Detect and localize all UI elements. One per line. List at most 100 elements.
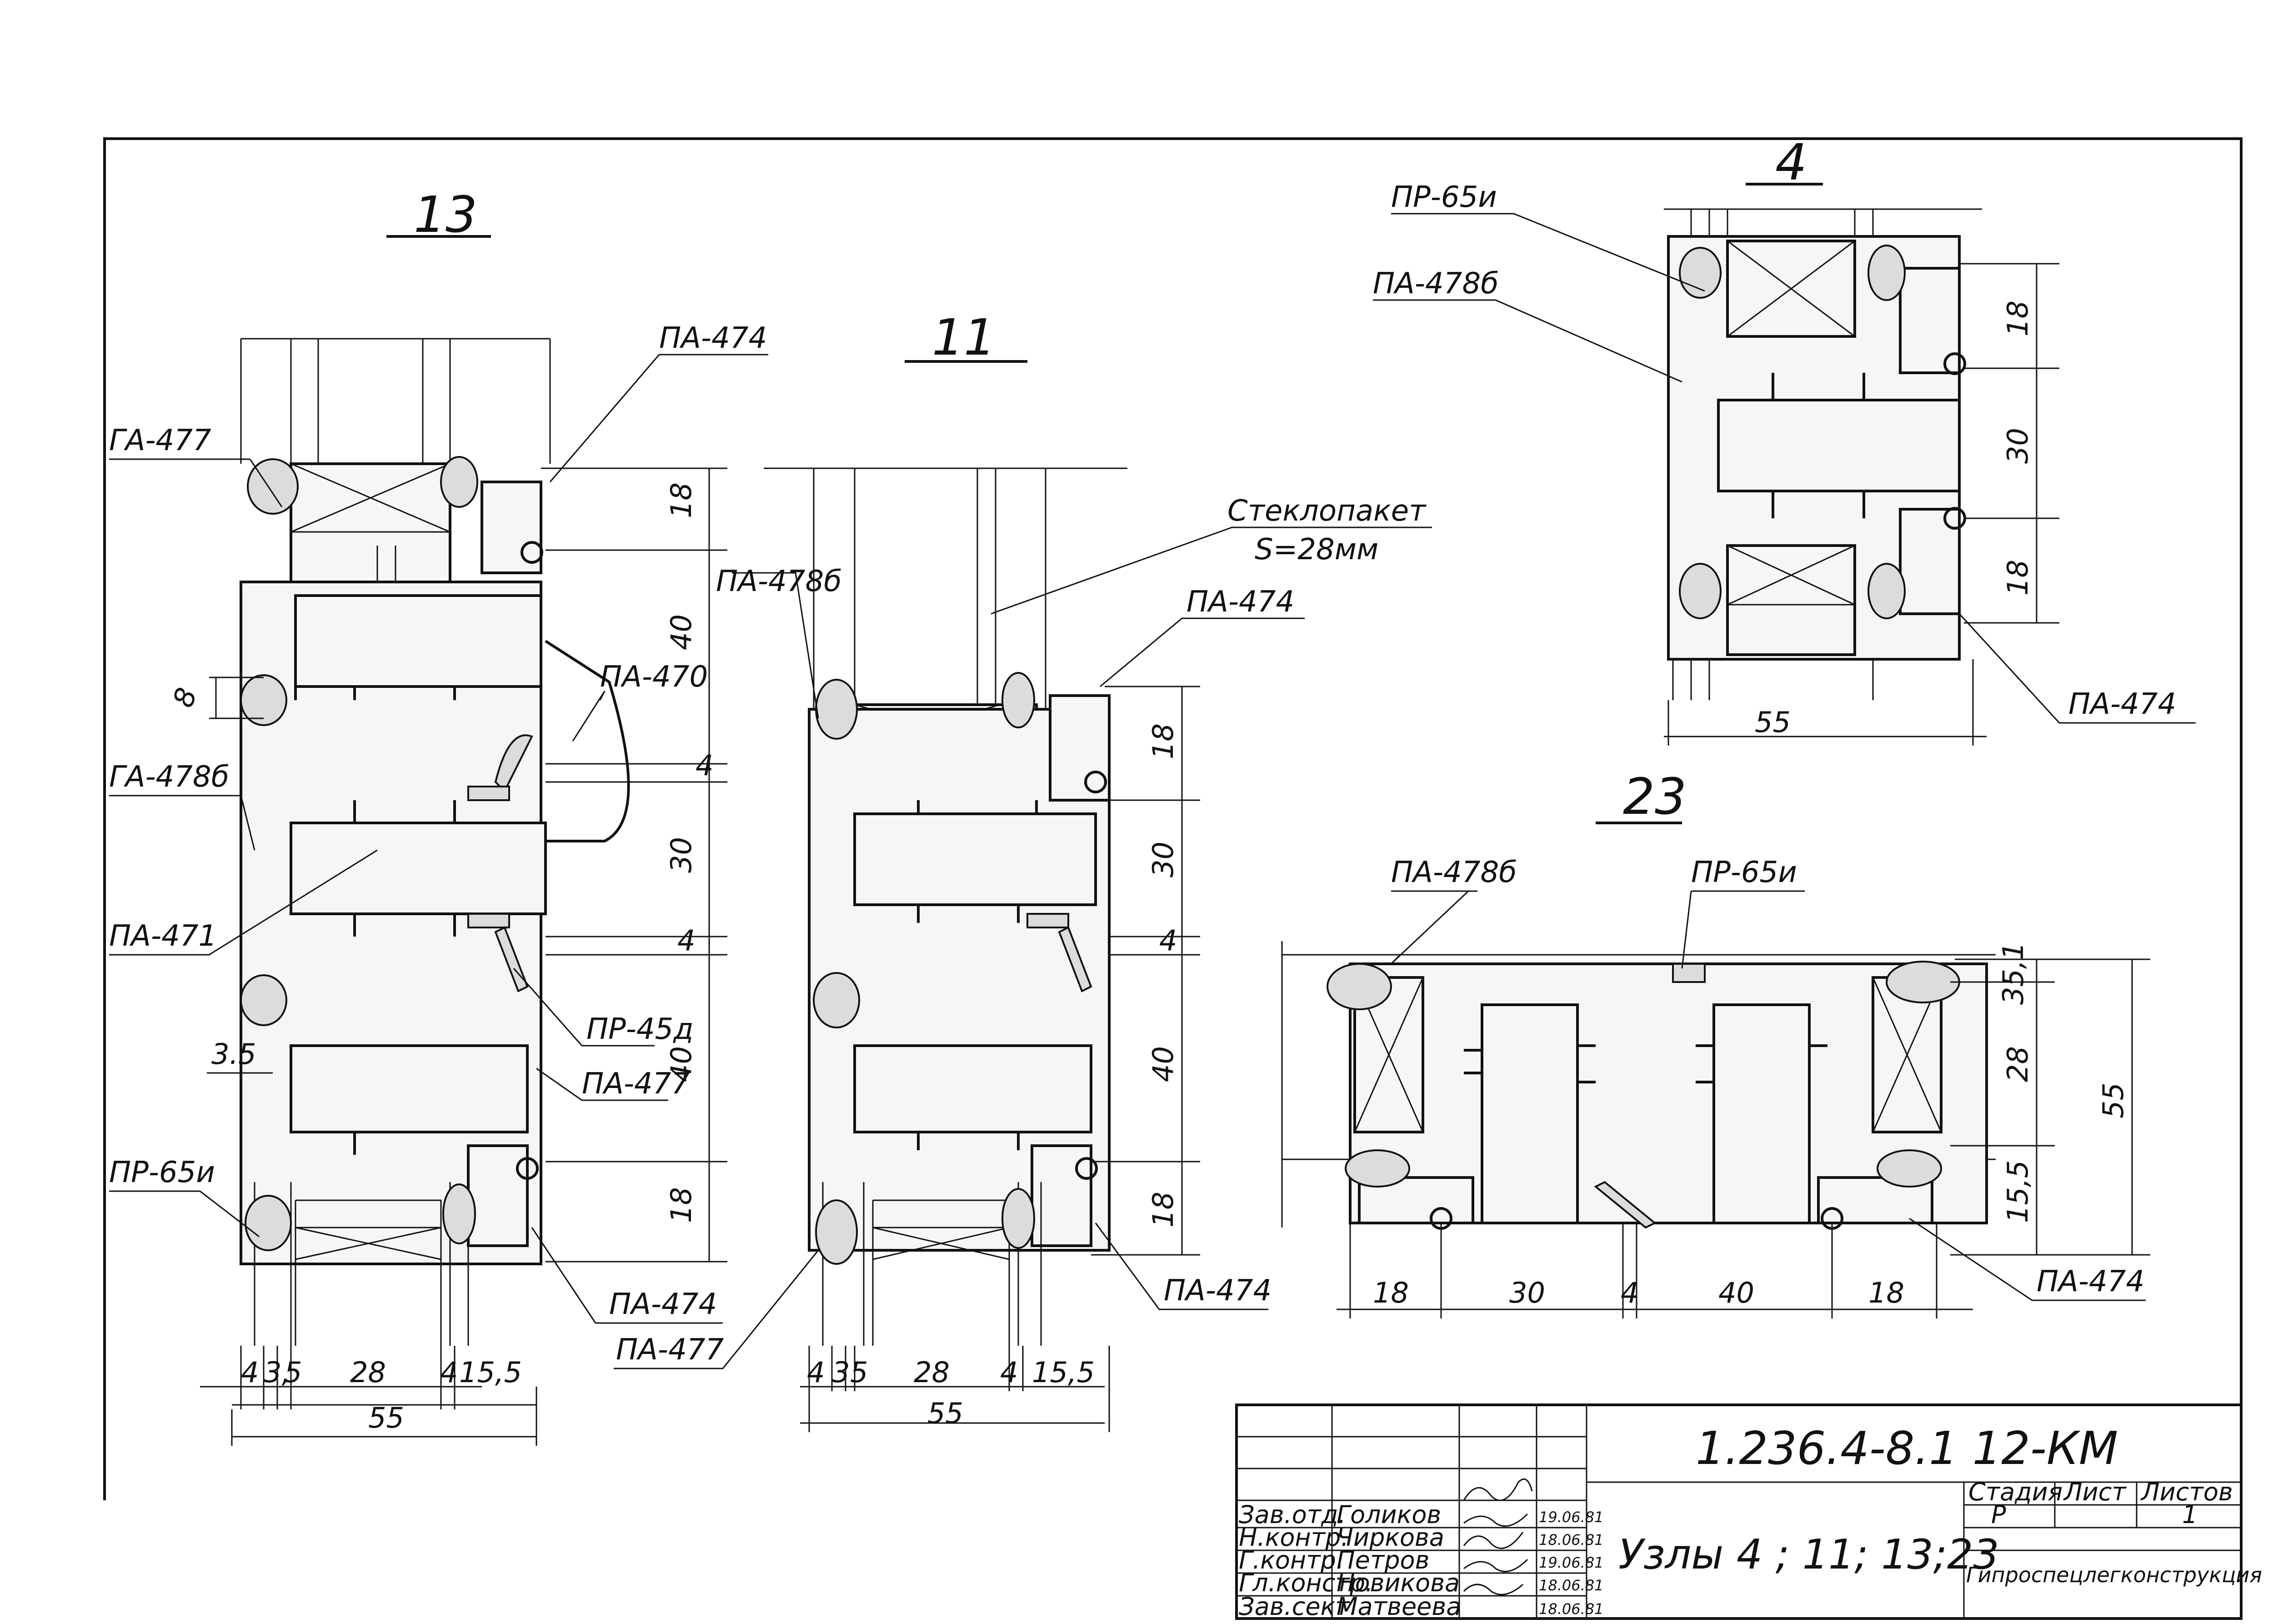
tb-row: Гл.констр. Новикова 18.06.81 <box>1239 1569 1604 1597</box>
n13-dim-30: 30 <box>665 837 698 873</box>
n13-dim-18a: 18 <box>665 482 698 518</box>
n13-label-pa470: ПА-470 <box>600 660 708 694</box>
n4-dim-55: 55 <box>1755 706 1791 739</box>
n13-b-55: 55 <box>368 1401 404 1434</box>
tb-date: 18.06.81 <box>1539 1600 1604 1618</box>
n23-b-4: 4 <box>1621 1276 1638 1309</box>
tb-row: Н.контр. Чиркова 18.06.81 <box>1239 1523 1604 1552</box>
n11-label-pa474-bot: ПА-474 <box>1164 1274 1272 1308</box>
n13-b-4b: 4 <box>440 1356 458 1389</box>
n13-b-3: 3, <box>264 1356 290 1389</box>
n23-dim-28: 28 <box>2001 1046 2034 1082</box>
n11-label-pa474-top: ПА-474 <box>1187 585 1294 619</box>
n23-dim-35-1: 35,1 <box>1997 942 2030 1005</box>
document-code: 1.236.4-8.1 12-КМ <box>1696 1422 2118 1475</box>
node-4-title: 4 <box>1775 133 1807 191</box>
tb-role: Н.контр. <box>1239 1523 1349 1552</box>
n23-b-18a: 18 <box>1373 1276 1409 1309</box>
n11-b-28: 28 <box>914 1356 950 1389</box>
n13-dim-4b: 4 <box>677 924 695 957</box>
n11-label-pa477: ПА-477 <box>616 1333 724 1367</box>
n13-label-ga477: ГА-477 <box>109 424 211 457</box>
n11-dim-18a: 18 <box>1147 723 1180 759</box>
n13-b-4: 4 <box>241 1356 259 1389</box>
n11-b-4: 4 <box>807 1356 825 1389</box>
n13-dim-40a: 40 <box>665 614 698 650</box>
organization-name: Гипроспецлегконструкция <box>1966 1563 2262 1587</box>
n13-label-ga478b: ГА-478б <box>109 760 229 794</box>
tb-row: Зав.отд. Голиков 19.06.81 <box>1239 1500 1604 1529</box>
n23-label-pr65i: ПР-65и <box>1691 856 1797 889</box>
n13-label-pr45d: ПР-45д <box>586 1012 694 1046</box>
n11-b-55: 55 <box>927 1397 963 1430</box>
section-node-11: 11 18 30 4 40 18 <box>614 308 1432 1432</box>
n4-dim-18b: 18 <box>2001 560 2034 596</box>
n13-label-pr65i: ПР-65и <box>109 1156 215 1189</box>
n23-b-30: 30 <box>1509 1276 1545 1309</box>
n4-label-pa478b: ПА-478б <box>1373 267 1499 301</box>
n13-b-5: 5 <box>284 1356 302 1389</box>
stage-value: Р <box>1991 1500 2006 1529</box>
sheets-header: Листов <box>2140 1478 2233 1506</box>
stage-header: Стадия <box>1968 1478 2063 1506</box>
tb-role: Гл.констр. <box>1239 1569 1373 1597</box>
n4-dim-30: 30 <box>2001 428 2034 464</box>
section-node-4: 4 18 30 18 55 ПР-65и ПА <box>1373 133 2196 746</box>
n11-dim-18b: 18 <box>1147 1192 1180 1228</box>
n4-dim-18a: 18 <box>2001 301 2034 336</box>
tb-role: Зав.отд. <box>1239 1500 1346 1529</box>
title-block: 1.236.4-8.1 12-КМ Узлы 4 ; 11; 13;23 Ста… <box>1235 1403 2262 1621</box>
n11-b-4b: 4 <box>1000 1356 1018 1389</box>
node-11-title: 11 <box>932 308 996 366</box>
sheet-header: Лист <box>2063 1478 2127 1506</box>
n11-dim-30: 30 <box>1147 842 1180 877</box>
tb-date: 18.06.81 <box>1539 1577 1604 1594</box>
n11-label-pa478b: ПА-478б <box>716 565 842 598</box>
n13-b-15-5: 15,5 <box>459 1356 522 1389</box>
tb-name: Петров <box>1337 1546 1429 1574</box>
n11-dim-40: 40 <box>1147 1046 1180 1082</box>
n13-dim-3-5: 3.5 <box>211 1038 256 1071</box>
n23-label-pa474: ПА-474 <box>2037 1265 2144 1298</box>
n13-label-pa477: ПА-477 <box>582 1067 690 1101</box>
n13-dim-4a: 4 <box>696 749 713 782</box>
glazing-unit-thickness: S=28мм <box>1255 533 1378 566</box>
tb-date: 19.06.81 <box>1539 1554 1604 1571</box>
n4-label-pr65i: ПР-65и <box>1391 180 1497 214</box>
n13-dim-18b: 18 <box>665 1187 698 1223</box>
signatures <box>1463 1478 1533 1595</box>
n11-b-15-5: 15,5 <box>1032 1356 1095 1389</box>
section-node-23: 23 35,1 28 55 15,5 18 30 <box>1281 767 2150 1318</box>
tb-role: Зав.сект. <box>1239 1592 1357 1621</box>
n23-dim-55: 55 <box>2097 1083 2130 1118</box>
tb-name: Голиков <box>1337 1500 1441 1529</box>
n11-dim-4: 4 <box>1159 924 1177 957</box>
n23-b-40: 40 <box>1718 1276 1754 1309</box>
n13-dim-40b: 40 <box>665 1046 698 1082</box>
tb-row: Г.контр. Петров 19.06.81 <box>1239 1546 1604 1574</box>
n23-dim-15-5: 15,5 <box>2001 1160 2034 1223</box>
tb-row: Зав.сект. Матвеева 18.06.81 <box>1239 1592 1604 1621</box>
sheet-title: Узлы 4 ; 11; 13;23 <box>1618 1531 1999 1579</box>
tb-name: Новикова <box>1337 1569 1460 1597</box>
n13-label-pa474-bot: ПА-474 <box>609 1288 717 1321</box>
n11-b-3: 3 <box>832 1356 850 1389</box>
n11-b-5: 5 <box>850 1356 868 1389</box>
node-23-title: 23 <box>1623 767 1687 826</box>
drawing-frame <box>103 137 2243 1619</box>
n23-label-pa478b: ПА-478б <box>1391 856 1517 889</box>
n13-dim-8: 8 <box>166 683 203 712</box>
tb-name: Матвеева <box>1337 1592 1461 1621</box>
tb-date: 18.06.81 <box>1539 1531 1604 1549</box>
n4-label-pa474: ПА-474 <box>2068 687 2176 721</box>
n13-label-pa474-top: ПА-474 <box>659 321 767 355</box>
tb-date: 19.06.81 <box>1539 1509 1604 1526</box>
node-13-title: 13 <box>414 185 477 244</box>
n23-b-18b: 18 <box>1868 1276 1904 1309</box>
tb-role: Г.контр. <box>1239 1546 1344 1574</box>
section-node-13: 13 <box>109 185 768 1446</box>
sheets-value: 1 <box>2182 1500 2198 1529</box>
n13-label-pa471: ПА-471 <box>109 919 217 953</box>
glazing-unit-label: Стеклопакет <box>1227 494 1427 528</box>
